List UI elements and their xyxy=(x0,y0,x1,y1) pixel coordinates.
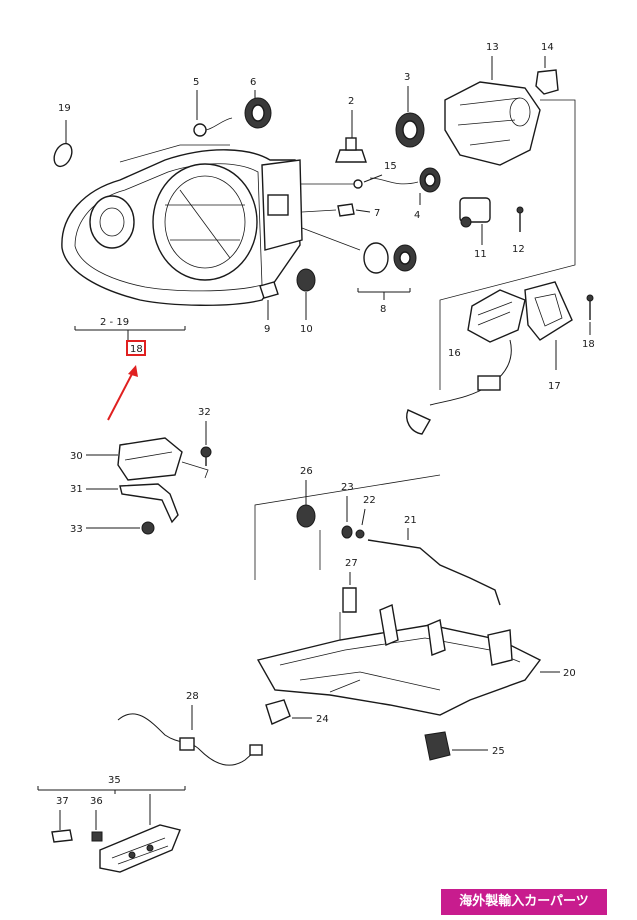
callout-23: 23 xyxy=(341,482,354,493)
part-32: 32 xyxy=(198,407,212,466)
part-36: 36 xyxy=(90,796,103,842)
part-31: 31 xyxy=(70,483,179,524)
callout-2: 2 xyxy=(348,96,354,107)
callout-11: 11 xyxy=(474,249,487,260)
part-37: 37 xyxy=(51,796,73,843)
callout-27: 27 xyxy=(345,558,358,569)
part-11: 11 xyxy=(459,197,491,260)
callout-5: 5 xyxy=(193,77,199,88)
part-17: 17 xyxy=(524,281,573,392)
callout-31: 31 xyxy=(70,484,83,495)
group-reference: 2 - 19 18 xyxy=(74,317,186,356)
callout-19: 19 xyxy=(58,103,71,114)
part-9: 9 xyxy=(259,281,279,335)
switch-bracket xyxy=(99,794,181,873)
highlight-ref-label: 18 xyxy=(130,344,143,355)
part-16: 16 xyxy=(406,289,526,435)
callout-36: 36 xyxy=(90,796,103,807)
callout-3: 3 xyxy=(404,72,410,83)
callout-21: 21 xyxy=(404,515,417,526)
part-15: 15 xyxy=(300,161,397,189)
callout-10: 10 xyxy=(300,324,313,335)
callout-18: 18 xyxy=(582,339,595,350)
callout-12: 12 xyxy=(512,244,525,255)
headlight-housing xyxy=(61,149,303,306)
part-7: 7 xyxy=(301,203,380,219)
callout-25: 25 xyxy=(492,746,505,757)
callout-20: 20 xyxy=(563,668,576,679)
part-25: 25 xyxy=(424,731,505,761)
callout-16: 16 xyxy=(448,348,461,359)
part-18: 18 xyxy=(582,294,595,350)
callout-17: 17 xyxy=(548,381,561,392)
callout-24: 24 xyxy=(316,714,329,725)
part-27: 27 xyxy=(342,558,358,613)
part-26: 26 xyxy=(296,466,316,528)
part-10: 10 xyxy=(296,268,316,335)
part-28: 28 xyxy=(117,691,263,766)
callout-30: 30 xyxy=(70,451,83,462)
callout-4: 4 xyxy=(414,210,420,221)
part-33: 33 xyxy=(70,521,155,535)
callout-13: 13 xyxy=(486,42,499,53)
part-4: 4 xyxy=(369,167,441,221)
callout-7: 7 xyxy=(374,208,380,219)
part-23: 23 xyxy=(341,482,354,539)
group-ref-label: 2 - 19 xyxy=(100,317,129,328)
part-19-seal: 19 xyxy=(53,103,73,168)
part-5: 5 xyxy=(193,77,233,137)
callout-9: 9 xyxy=(264,324,270,335)
highlight-box xyxy=(126,340,146,356)
callout-35: 35 xyxy=(108,775,121,786)
callout-37: 37 xyxy=(56,796,69,807)
part-6: 6 xyxy=(244,77,272,129)
callout-15: 15 xyxy=(384,161,397,172)
callout-14: 14 xyxy=(541,42,554,53)
part-20: 20 xyxy=(256,604,576,716)
part-2: 2 xyxy=(335,96,367,163)
part-30: 30 xyxy=(70,437,209,481)
callout-32: 32 xyxy=(198,407,211,418)
part-12: 12 xyxy=(512,206,525,255)
part-35: 35 xyxy=(37,775,186,794)
callout-28: 28 xyxy=(186,691,199,702)
part-13: 13 xyxy=(444,42,541,166)
callout-33: 33 xyxy=(70,524,83,535)
part-24: 24 xyxy=(265,699,329,725)
part-8: 8 xyxy=(301,227,417,315)
watermark-banner: 海外製輸入カーパーツ xyxy=(441,889,607,915)
callout-26: 26 xyxy=(300,466,313,477)
red-arrow-icon xyxy=(107,365,138,421)
part-21: 21 xyxy=(367,515,501,606)
callout-8: 8 xyxy=(380,304,386,315)
part-14: 14 xyxy=(535,42,559,95)
part-3: 3 xyxy=(395,72,425,148)
callout-6: 6 xyxy=(250,77,256,88)
callout-22: 22 xyxy=(363,495,376,506)
part-22: 22 xyxy=(355,495,376,539)
